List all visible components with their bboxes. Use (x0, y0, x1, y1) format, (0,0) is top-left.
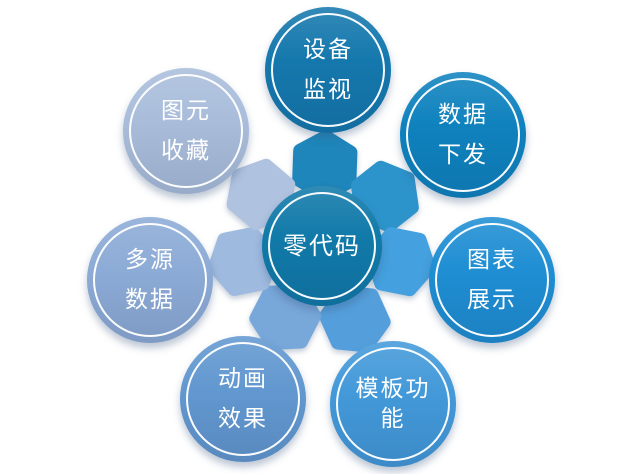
node-label-line: 收藏 (161, 138, 211, 164)
node-label-line: 图表 (467, 247, 517, 273)
node-label-line: 多源 (125, 247, 175, 273)
node-label-line: 下发 (438, 142, 488, 168)
node-label: 设备 监视 (303, 30, 353, 110)
node-label-line: 设备 (303, 37, 353, 63)
node-label: 图元 收藏 (161, 91, 211, 171)
node-chart-display: 图表 展示 (429, 217, 555, 343)
node-label: 动画 效果 (218, 359, 268, 439)
node-label-line: 监视 (303, 77, 353, 103)
node-label: 多源 数据 (125, 240, 175, 320)
node-label-line: 动画 (218, 366, 268, 392)
node-template-function: 模板功 能 (330, 341, 456, 467)
node-center-zero-code: 零代码 (262, 186, 382, 306)
node-label-line: 展示 (467, 287, 517, 313)
node-label: 零代码 (283, 232, 361, 260)
node-element-collection: 图元 收藏 (123, 68, 249, 194)
node-device-monitoring: 设备 监视 (265, 7, 391, 133)
node-label-line: 零代码 (283, 232, 361, 260)
node-label-line: 数据 (125, 287, 175, 313)
node-data-distribution: 数据 下发 (400, 72, 526, 198)
node-label: 数据 下发 (438, 95, 488, 175)
node-multi-source-data: 多源 数据 (87, 217, 213, 343)
node-label-line: 数据 (438, 102, 488, 128)
node-label-line: 效果 (218, 406, 268, 432)
node-label-line: 图元 (161, 98, 211, 124)
node-animation-effect: 动画 效果 (180, 336, 306, 462)
node-label: 图表 展示 (467, 240, 517, 320)
node-label-line: 能 (380, 406, 406, 432)
node-label: 模板功 能 (356, 374, 431, 434)
node-label-line: 模板功 (355, 376, 431, 402)
